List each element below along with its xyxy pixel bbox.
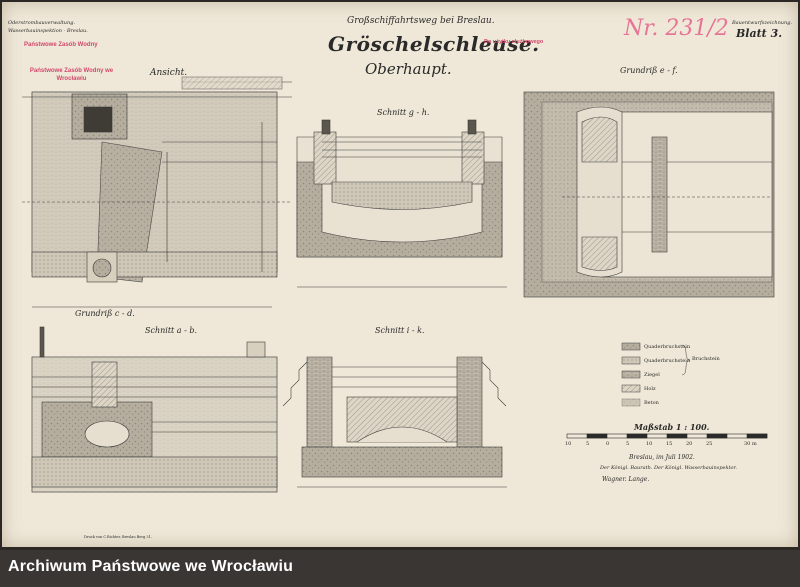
scale-tick-0: 10 bbox=[565, 441, 572, 447]
drawing-type: Bauentwurfszeichnung. bbox=[732, 20, 793, 26]
udostepniania-stamp: Do użytku służbowego bbox=[484, 39, 544, 45]
archive-footer-bar: Archiwum Państwowe we Wrocławiu bbox=[0, 550, 800, 587]
page-subtitle: Oberhaupt. bbox=[365, 60, 452, 78]
scale-tick-1: 5 bbox=[586, 441, 590, 447]
view-label-grundriss-cd: Grundriß c - d. bbox=[75, 309, 135, 318]
signature-line-2: Wagner. Lange. bbox=[602, 476, 650, 483]
scale-tick-8: 30 m bbox=[744, 441, 757, 447]
technical-drawing bbox=[22, 76, 775, 493]
ansicht-view bbox=[22, 76, 292, 308]
legend-item-2: Quaderbruchstein bbox=[644, 358, 691, 364]
grundriss-ef-view bbox=[523, 91, 775, 298]
scale-tick-5: 15 bbox=[666, 441, 673, 447]
archive-stamp-2: Państwowe Zasób Wodny we Wrocławiu bbox=[29, 68, 114, 82]
project-name: Großschiffahrtsweg bei Breslau. bbox=[347, 16, 495, 26]
scale-tick-3: 5 bbox=[626, 441, 630, 447]
legend-item-4: Holz bbox=[644, 386, 656, 392]
schnitt-ab-view bbox=[31, 326, 278, 493]
view-label-schnitt-ab: Schnitt a - b. bbox=[145, 326, 198, 335]
scale-tick-7: 25 bbox=[706, 441, 713, 447]
scale-tick-6: 20 bbox=[686, 441, 693, 447]
legend-item-1: Quaderbruchstein bbox=[644, 344, 691, 350]
printer-imprint: Druck von C.Richter, Breslau Berg 31. bbox=[84, 535, 152, 539]
view-label-ansicht: Ansicht. bbox=[150, 68, 188, 78]
scale-tick-2: 0 bbox=[606, 441, 610, 447]
page-title: Gröschelschleuse. bbox=[328, 32, 540, 56]
legend-item-3: Ziegel bbox=[644, 372, 660, 378]
view-label-schnitt-ik: Schnitt i - k. bbox=[375, 326, 425, 335]
signature-line-1: Der Königl. Baurath. Der Königl. Wasserb… bbox=[600, 465, 737, 471]
org-line-1: Oderstrombauverwaltung. bbox=[8, 20, 76, 26]
scale-bar bbox=[566, 433, 768, 439]
schnitt-ik-view bbox=[282, 356, 507, 488]
legend-group-label: Bruchstein bbox=[692, 356, 720, 362]
archive-name: Archiwum Państwowe we Wrocławiu bbox=[8, 558, 294, 575]
legend-item-5: Beton bbox=[644, 400, 659, 406]
legend-swatches bbox=[621, 342, 691, 407]
handwritten-number: Nr. 231/2 bbox=[624, 16, 729, 41]
scale-label: Maßstab 1 : 100. bbox=[634, 422, 710, 432]
drawing-sheet: Oderstrombauverwaltung. Wasserbauinspekt… bbox=[2, 2, 798, 547]
view-label-grundriss-ef: Grundriß e - f. bbox=[620, 66, 678, 75]
archive-stamp-1: Państwowe Zasób Wodny bbox=[24, 42, 98, 48]
org-line-2: Wasserbauinspektion - Breslau. bbox=[8, 28, 88, 34]
signature-place-date: Breslau, im Juli 1902. bbox=[629, 454, 695, 461]
schnitt-gh-view bbox=[296, 119, 507, 288]
sheet-label: Blatt 3. bbox=[736, 27, 783, 40]
scale-tick-4: 10 bbox=[646, 441, 653, 447]
view-label-schnitt-gh: Schnitt g - h. bbox=[377, 108, 430, 117]
